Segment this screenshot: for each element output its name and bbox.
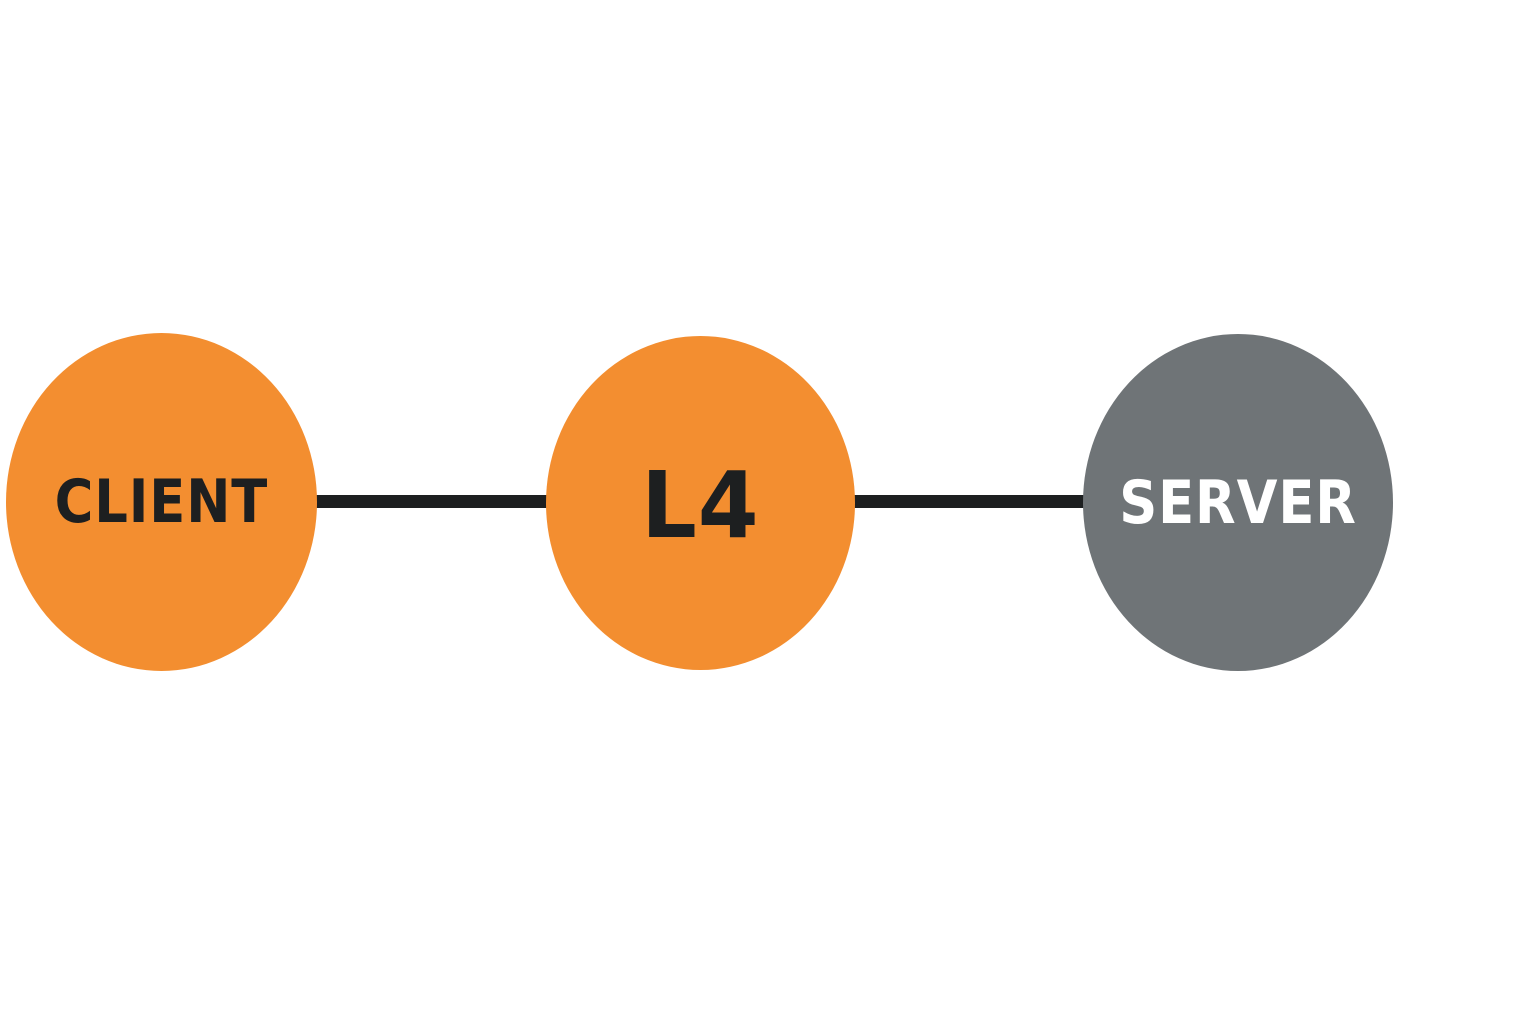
node-l4-label: L4 — [641, 452, 760, 559]
node-client-label: CLIENT — [54, 467, 269, 537]
node-server: SERVER — [1083, 334, 1393, 671]
edge-client-l4 — [312, 495, 554, 508]
node-server-label: SERVER — [1119, 467, 1357, 538]
node-l4: L4 — [546, 336, 855, 670]
node-client: CLIENT — [6, 333, 317, 671]
edge-l4-server — [850, 495, 1090, 508]
